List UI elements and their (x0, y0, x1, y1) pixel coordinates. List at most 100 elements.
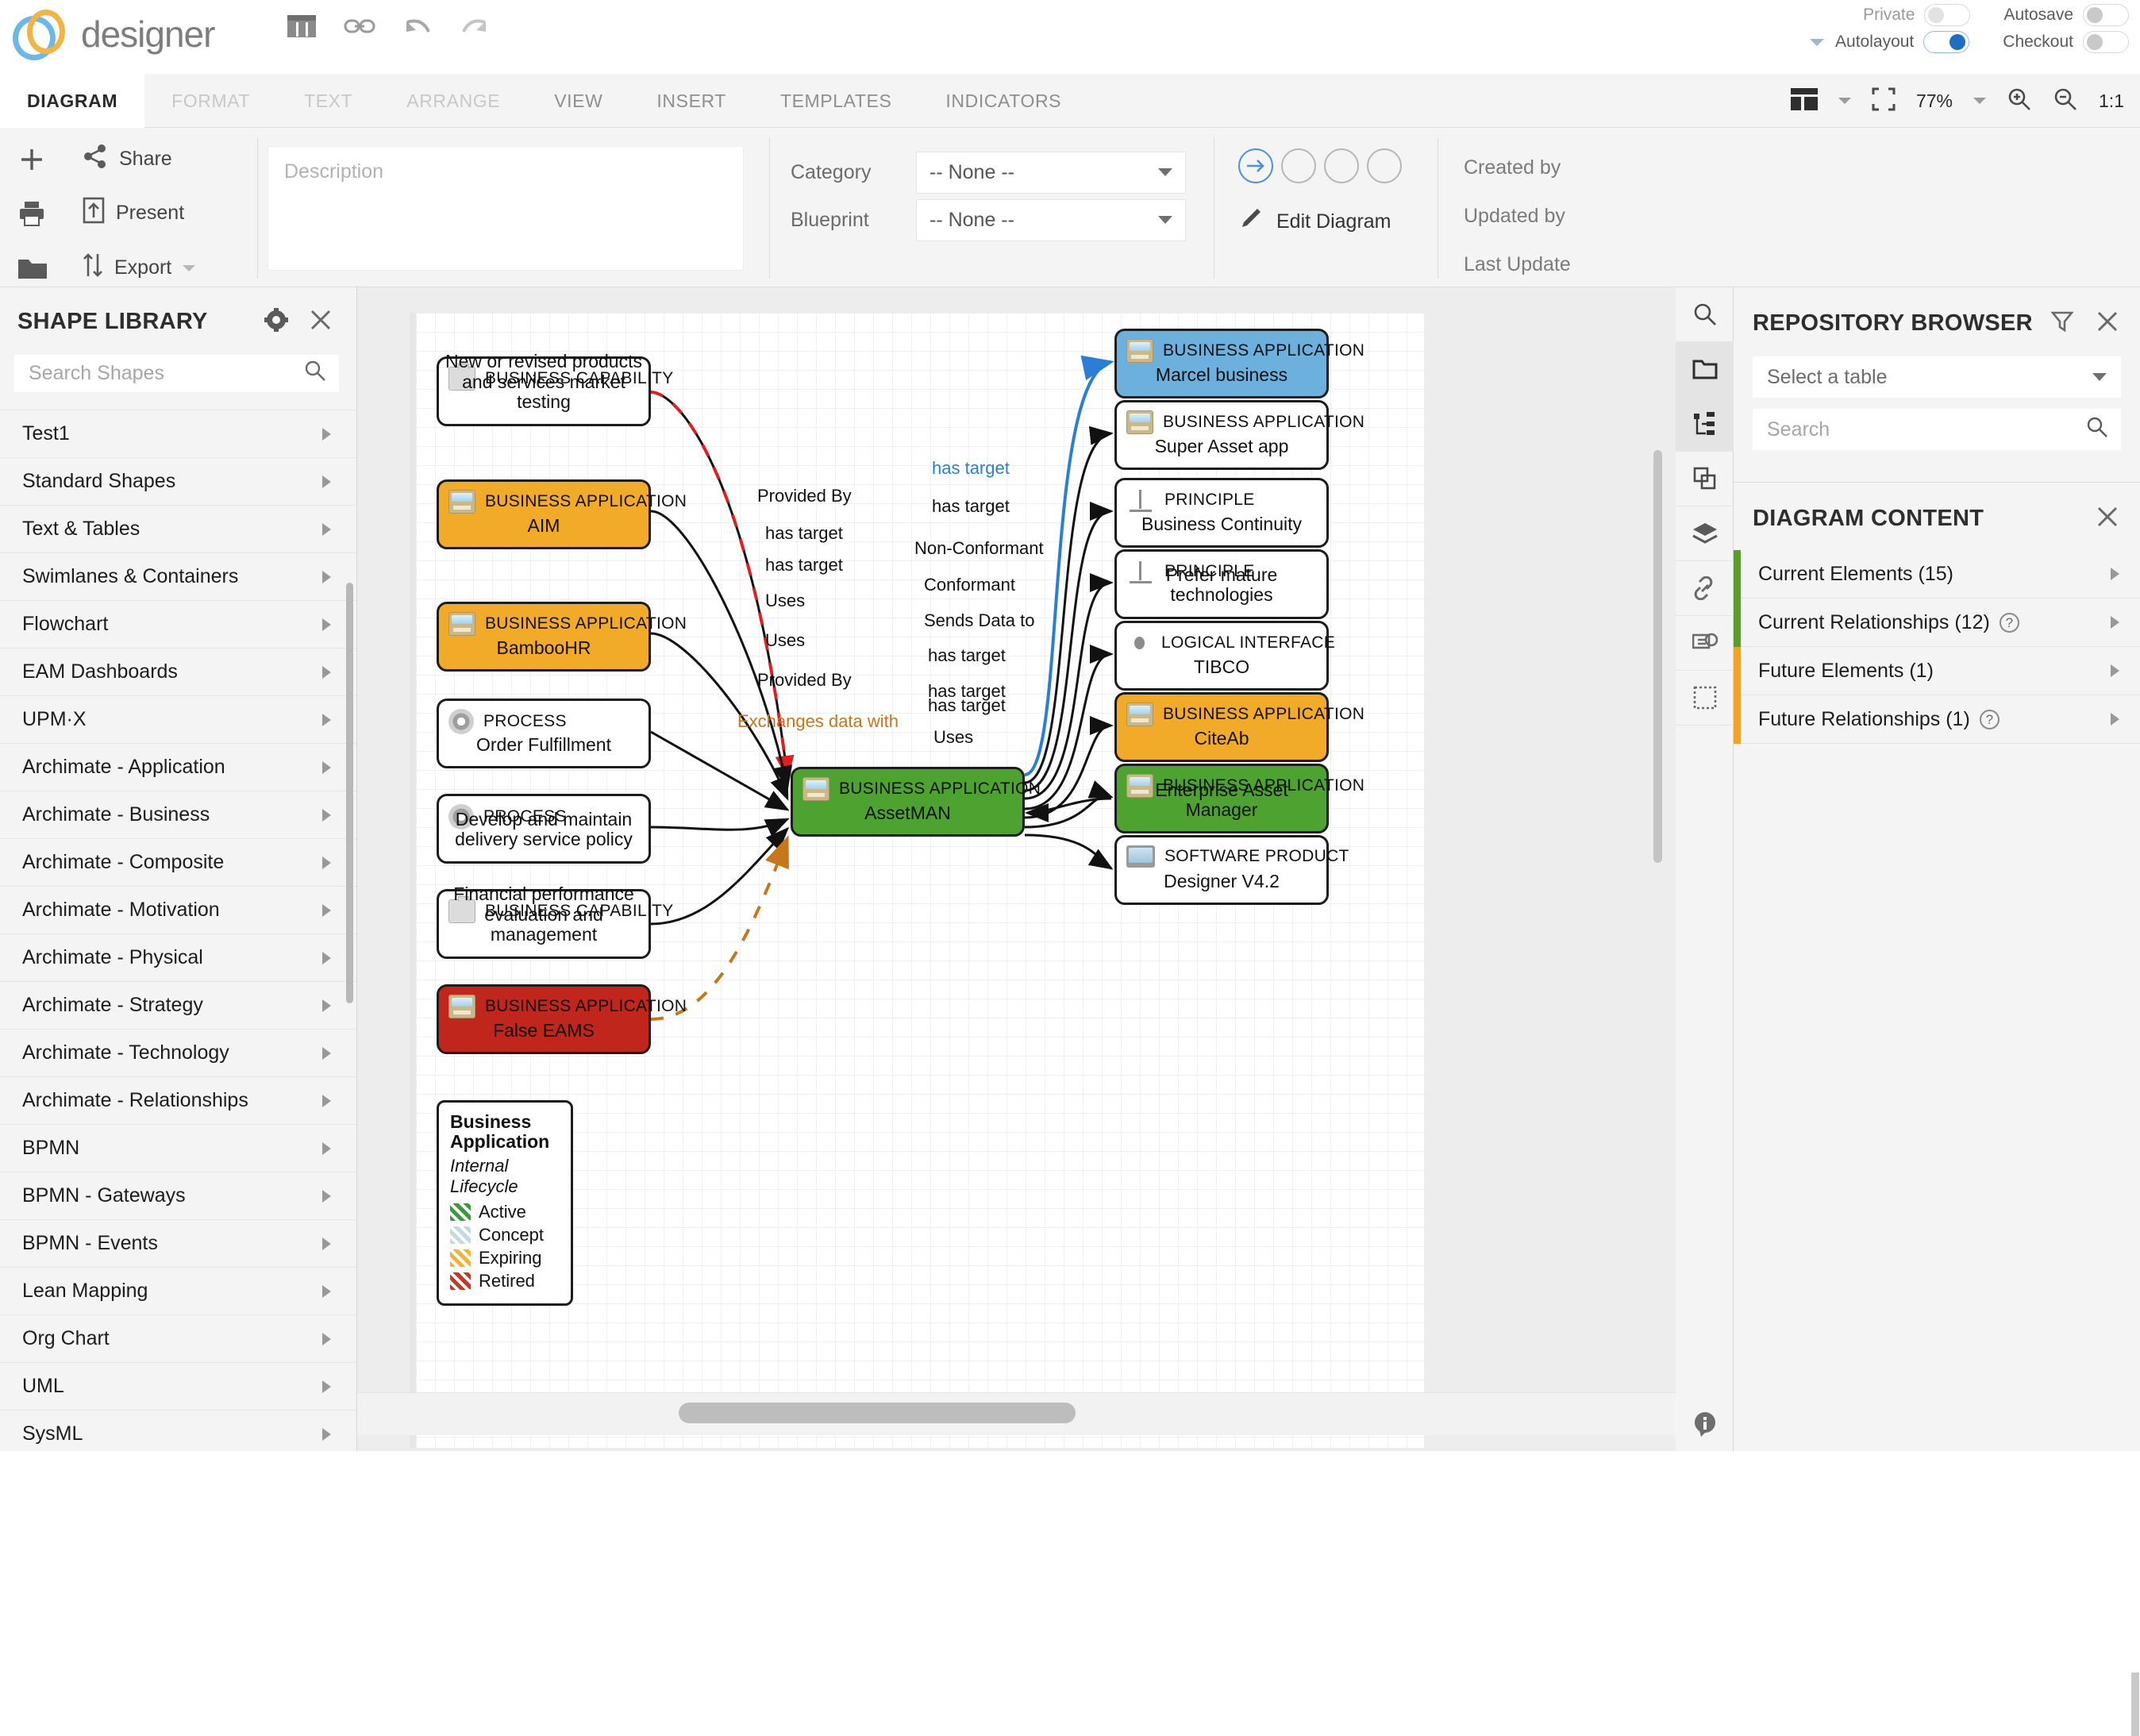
shape-library-item[interactable]: Text & Tables (0, 506, 356, 553)
shape-library-item[interactable]: Archimate - Motivation (0, 887, 356, 934)
help-icon[interactable]: ? (1979, 709, 2000, 729)
canvas-vertical-scrollbar[interactable] (1653, 450, 1662, 863)
shape-library-item[interactable]: Archimate - Business (0, 791, 356, 839)
diagram-content-row[interactable]: Current Elements (15) (1734, 549, 2140, 599)
autolayout-toggle[interactable] (1923, 31, 1970, 53)
export-button[interactable]: Export (83, 252, 258, 284)
shape-library-item[interactable]: Standard Shapes (0, 458, 356, 506)
tab-insert[interactable]: INSERT (656, 90, 726, 111)
shape-library-item[interactable]: Org Chart (0, 1315, 356, 1363)
shape-library-item[interactable]: BPMN - Gateways (0, 1172, 356, 1220)
zoom-out-icon[interactable] (2053, 87, 2078, 116)
shape-library-item[interactable]: Lean Mapping (0, 1268, 356, 1315)
undo-icon[interactable] (402, 14, 433, 38)
fit-screen-icon[interactable] (1872, 87, 1896, 115)
folder-icon[interactable] (1676, 342, 1734, 397)
tree-icon[interactable] (1676, 397, 1734, 452)
zoom-chevron-icon[interactable] (1973, 98, 1987, 104)
add-button[interactable] (17, 145, 83, 174)
chevron-down-icon[interactable] (1810, 38, 1825, 46)
redo-icon[interactable] (459, 14, 491, 38)
present-button[interactable]: Present (83, 197, 258, 229)
diagram-content-row[interactable]: Future Relationships (1)? (1734, 695, 2140, 744)
panel-layout-icon[interactable] (1790, 87, 1818, 114)
search-shapes-input[interactable]: Search Shapes (14, 355, 339, 392)
repository-search-input[interactable]: Search (1753, 409, 2121, 450)
print-button[interactable] (17, 200, 83, 227)
zoom-ratio-reset[interactable]: 1:1 (2099, 90, 2124, 111)
table-icon[interactable] (286, 13, 318, 40)
diagram-content-row[interactable]: Future Elements (1) (1734, 646, 2140, 695)
shape-library-item[interactable]: Flowchart (0, 601, 356, 649)
tab-text[interactable]: TEXT (304, 90, 353, 111)
close-icon[interactable] (309, 308, 333, 336)
link-icon[interactable] (1676, 561, 1734, 616)
shape-library-item[interactable]: Archimate - Technology (0, 1030, 356, 1077)
shape-library-item[interactable]: Archimate - Application (0, 744, 356, 791)
shape-library-item[interactable]: Archimate - Strategy (0, 982, 356, 1030)
description-input[interactable]: Description (268, 146, 744, 271)
copy-icon[interactable] (1676, 452, 1734, 506)
info-icon[interactable] (1676, 1396, 1734, 1451)
shape-library-item[interactable]: BPMN - Events (0, 1220, 356, 1268)
app-logo[interactable]: designer (11, 6, 215, 62)
autosave-toggle[interactable] (2083, 4, 2129, 26)
link-icon[interactable] (343, 14, 376, 38)
search-icon[interactable] (1676, 287, 1734, 342)
workflow-step-4[interactable] (1367, 148, 1402, 183)
canvas-horizontal-scrollbar[interactable] (679, 1403, 1076, 1423)
shape-library-item[interactable]: UPM·X (0, 696, 356, 744)
layers-icon[interactable] (1676, 506, 1734, 561)
workflow-step-2[interactable] (1281, 148, 1316, 183)
shape-library-item[interactable]: Swimlanes & Containers (0, 553, 356, 601)
share-button[interactable]: Share (83, 144, 258, 175)
zoom-in-icon[interactable] (2007, 87, 2032, 116)
shape-library-item[interactable]: Test1 (0, 410, 356, 458)
folder-button[interactable] (17, 256, 83, 280)
tab-format[interactable]: FORMAT (171, 90, 251, 111)
comment-icon[interactable] (1676, 616, 1734, 671)
table-select[interactable]: Select a table (1753, 356, 2121, 398)
filter-icon[interactable] (2050, 310, 2074, 337)
shape-library-scrollbar[interactable] (346, 583, 353, 1003)
export-chevron-icon[interactable] (183, 264, 196, 271)
edit-diagram-button[interactable]: Edit Diagram (1214, 207, 1438, 237)
tab-templates[interactable]: TEMPLATES (779, 90, 892, 111)
close-icon[interactable] (2096, 505, 2119, 533)
tab-diagram[interactable]: DIAGRAM (0, 74, 145, 128)
shape-library-item[interactable]: Archimate - Relationships (0, 1077, 356, 1125)
tab-arrange[interactable]: ARRANGE (406, 90, 501, 111)
workflow-step-1[interactable] (1238, 148, 1273, 183)
private-toggle[interactable] (1924, 4, 1971, 26)
help-icon[interactable]: ? (1999, 612, 2019, 633)
category-select[interactable]: -- None -- (916, 151, 1186, 194)
tab-view[interactable]: VIEW (554, 90, 603, 111)
text-frame-icon[interactable] (1676, 671, 1734, 726)
close-icon[interactable] (2096, 310, 2119, 337)
shape-library-item[interactable]: Archimate - Physical (0, 934, 356, 982)
gear-icon[interactable] (264, 308, 288, 336)
shape-library-item[interactable]: BPMN (0, 1125, 356, 1172)
blueprint-select[interactable]: -- None -- (916, 198, 1186, 241)
right-panel-scrollbar[interactable] (2131, 1672, 2139, 1736)
workflow-step-3[interactable] (1324, 148, 1359, 183)
layout-chevron-icon[interactable] (1838, 98, 1851, 104)
checkout-toggle[interactable] (2083, 31, 2129, 53)
